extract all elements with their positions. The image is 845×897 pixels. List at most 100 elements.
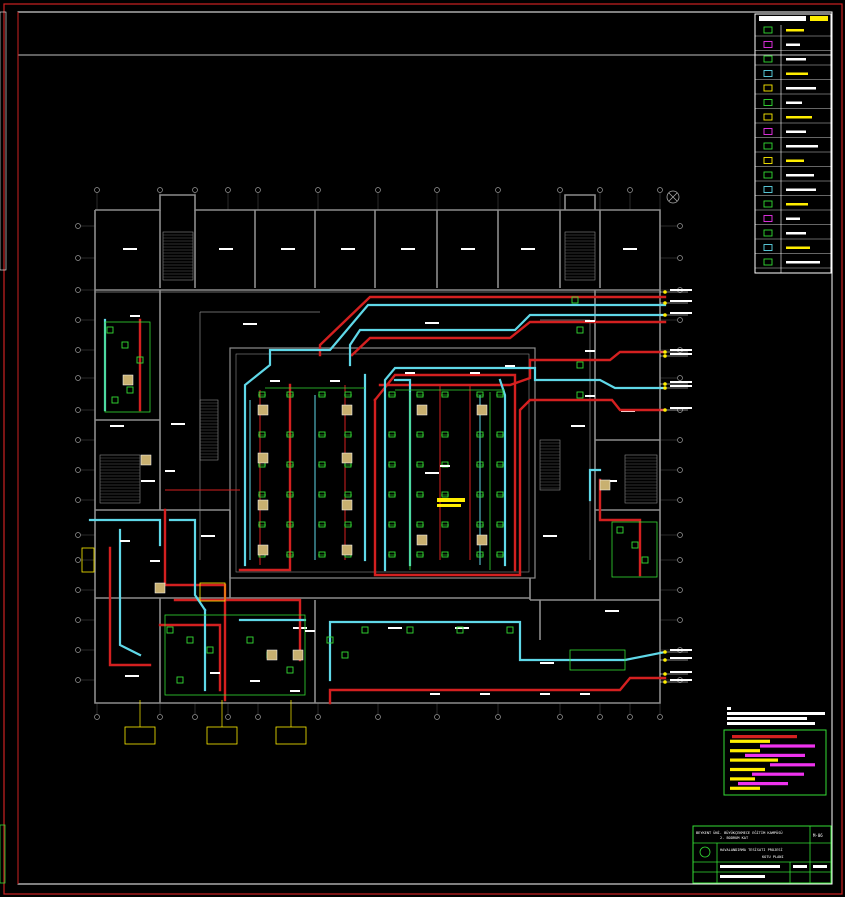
equipment-symbol [456,626,464,634]
room-tag [110,425,124,427]
callout-dot [663,658,667,662]
grid-bubble [677,255,683,261]
grid-bubble [75,467,81,473]
diffuser [476,551,484,558]
callout-dot [663,650,667,654]
equipment-tags [120,315,595,695]
legend-description [786,87,816,90]
diffuser [286,521,294,528]
diffuser [476,431,484,438]
legend-description [786,203,808,206]
legend-symbol [763,258,773,266]
equipment-tag [405,372,415,374]
room-tag [425,322,439,324]
callout-label [670,381,692,383]
diffuser [286,491,294,498]
legend-symbol [763,229,773,237]
grid-bubble [192,714,198,720]
callout-dot [663,350,667,354]
diffuser [476,391,484,398]
diffuser [344,491,352,498]
diffuser [258,521,266,528]
legend-symbol [763,55,773,63]
legend-description [786,72,808,75]
diffuser [476,461,484,468]
diffuser [388,391,396,398]
room-tag [125,675,139,677]
callout-dot [663,680,667,684]
color-key-swatch [730,777,755,781]
callout-dot [663,386,667,390]
diffuser [416,491,424,498]
grid-bubble [75,317,81,323]
grid-bubble [75,677,81,683]
grid-bubble [557,187,563,193]
room-tag [461,248,475,250]
diffuser [496,521,504,528]
fan-coil-unit [476,404,488,416]
diffuser [496,491,504,498]
grid-bubble [434,187,440,193]
legend-description [786,174,814,177]
legend-symbol [763,244,773,251]
diffuser [496,431,504,438]
symbol-legend-table [754,13,832,274]
diffuser [388,461,396,468]
room-tag [201,535,215,537]
diffuser [344,431,352,438]
equipment-symbol [166,626,174,634]
diffuser [286,391,294,398]
grid-bubble [94,714,100,720]
grid-bubble [677,467,683,473]
fan-coil-unit [257,544,269,556]
diffuser [441,521,449,528]
grid-bubble [75,287,81,293]
riser-callouts [660,289,692,684]
grid-bubble [75,647,81,653]
equipment-symbol [286,666,294,674]
grid-bubble [597,187,603,193]
grid-bubble [75,557,81,563]
equipment-symbol [206,646,214,654]
fan-coil-unit [416,534,428,546]
grid-bubble [75,587,81,593]
fan-coil-unit [292,649,304,661]
grid-bubble [677,617,683,623]
room-tag [540,662,554,664]
room-tag [219,248,233,250]
equipment-symbol [246,636,254,644]
grid-bubble [627,187,633,193]
grid-bubble [315,714,321,720]
callout-label [670,349,692,351]
diffuser [344,391,352,398]
callout-label [670,300,692,302]
fan-coil-unit [154,582,166,594]
grid-bubble [375,714,381,720]
room-tag [388,627,402,629]
legend-description [786,261,820,264]
equipment-symbol [176,676,184,684]
north-arrow-icon [666,190,680,204]
legend-symbol [763,70,773,77]
diffuser [441,551,449,558]
equipment-symbol [506,626,514,634]
grid-bubble [677,437,683,443]
return-air-ducts [108,295,667,705]
fan-coil-unit [257,404,269,416]
color-key-swatch [730,758,778,762]
legend-symbol [763,99,773,106]
equipment-tag [330,380,340,382]
room-tag [623,248,637,250]
grid-bubble [75,617,81,623]
diffuser [388,551,396,558]
diffuser [441,391,449,398]
legend-description [786,116,812,119]
equipment-tag [210,672,220,674]
equipment-symbol [326,636,334,644]
equipment-symbol [576,361,584,369]
grid-bubble [75,497,81,503]
grid-bubble [315,187,321,193]
diffuser [496,391,504,398]
callout-dot [663,290,667,294]
legend-symbol [763,84,773,92]
